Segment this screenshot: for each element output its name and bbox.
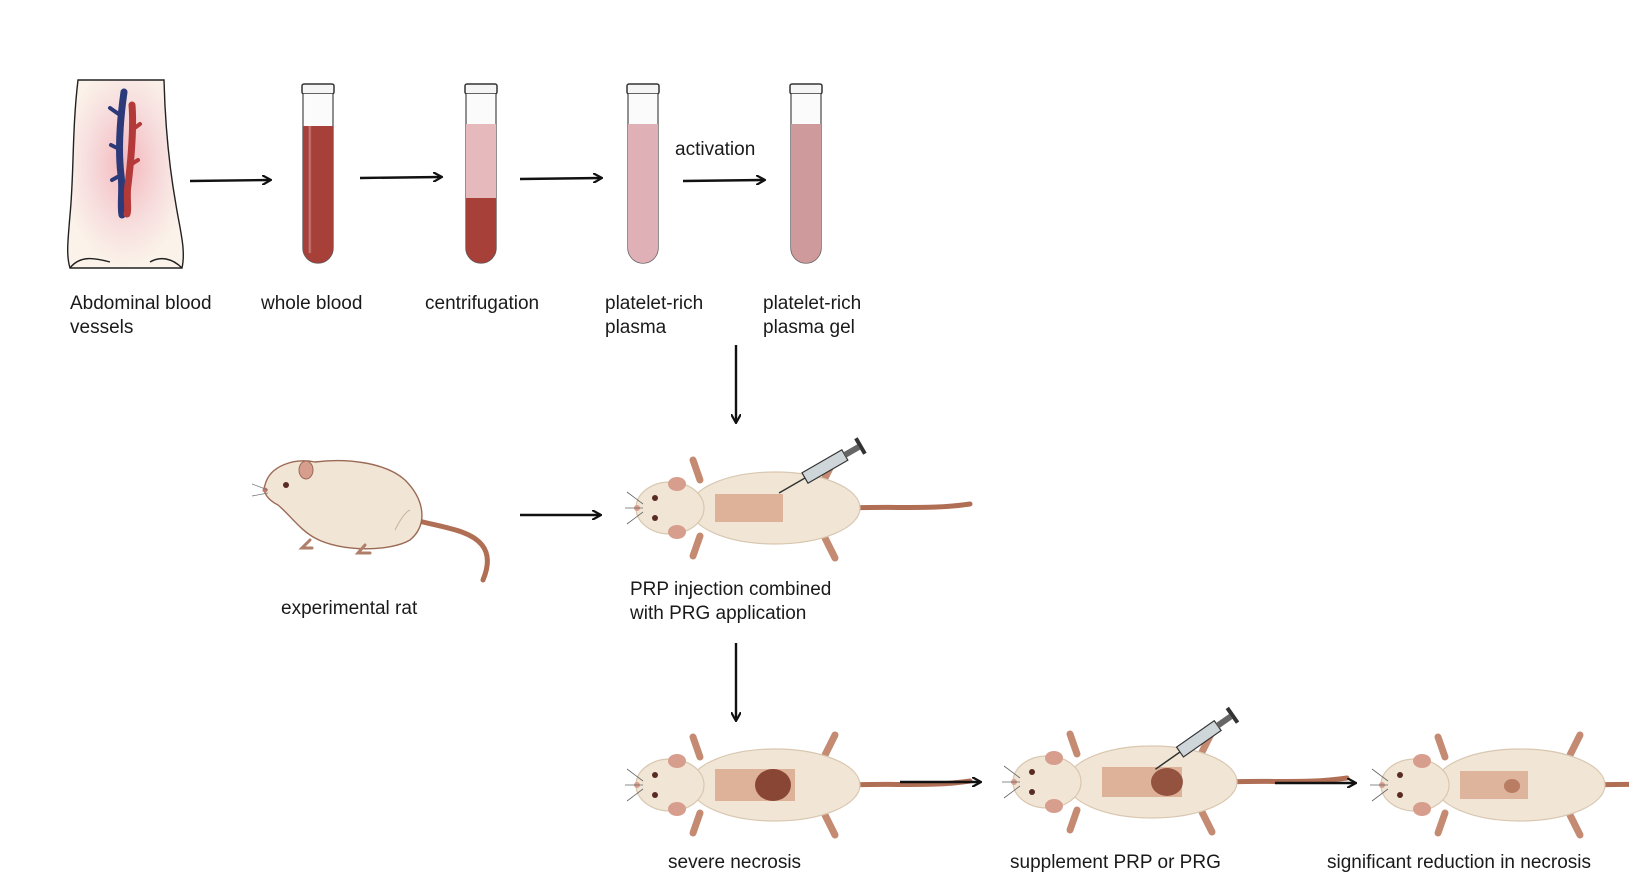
arrow-icon — [519, 178, 601, 179]
severe-necrosis-rat-icon — [625, 735, 970, 835]
prp-tube-icon — [626, 83, 660, 264]
treated-rat-icon — [625, 458, 970, 558]
reduced-necrosis-rat-icon — [1370, 735, 1629, 835]
supplement-rat-icon — [1002, 732, 1347, 832]
syringe-icon — [1154, 706, 1240, 770]
centrifugation-tube-icon — [464, 83, 498, 264]
label-significant-reduction: significant reduction in necrosis — [1327, 852, 1592, 873]
arrow-icon — [359, 177, 441, 178]
label-activation: activation — [675, 139, 756, 160]
abdomen-illustration — [67, 79, 185, 269]
whole-blood-tube-icon — [301, 83, 335, 264]
label-whole-blood: whole blood — [261, 293, 363, 314]
label-platelet-rich-plasma-gel: platelet-rich plasma gel — [763, 293, 862, 338]
prp-gel-tube-icon — [789, 83, 823, 264]
label-severe-necrosis: severe necrosis — [668, 852, 802, 873]
arrow-icon — [682, 180, 764, 181]
arrow-icon — [189, 180, 270, 181]
label-platelet-rich-plasma: platelet-rich plasma — [605, 293, 704, 338]
label-abdominal-blood-vessels: Abdominal blood vessels — [70, 293, 212, 338]
label-prp-injection: PRP injection combined with PRG applicat… — [630, 579, 832, 624]
experimental-rat-icon — [251, 459, 490, 583]
label-supplement: supplement PRP or PRG — [1010, 852, 1221, 873]
label-experimental-rat: experimental rat — [281, 598, 418, 619]
syringe-icon — [778, 437, 867, 494]
label-centrifugation: centrifugation — [425, 293, 540, 314]
